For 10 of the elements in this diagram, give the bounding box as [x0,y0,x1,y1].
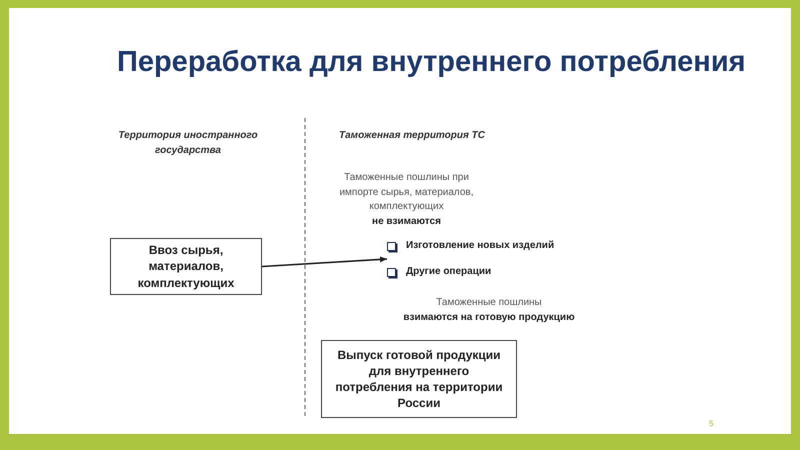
page-number: 5 [709,418,714,430]
text-label: Таможенная территория ТС [339,129,486,143]
text-label: Таможенные пошлины при импорте сырья, материалов, комплектующих не взимаются [338,171,475,228]
list-item: Изготовление новых изделий [406,240,554,251]
slide-title: Переработка для внутреннего потребления [117,46,746,79]
process-box: Выпуск готовой продукции для внутреннего потребления на территории России [321,340,517,418]
text-label: Таможенные пошлины взимаются на готовую продукцию [402,296,576,324]
list-item: Другие операции [406,266,492,276]
process-box: Ввоз сырья, материалов, комплектующих [110,238,262,295]
text-label: Территория иностранного государства [117,129,259,158]
